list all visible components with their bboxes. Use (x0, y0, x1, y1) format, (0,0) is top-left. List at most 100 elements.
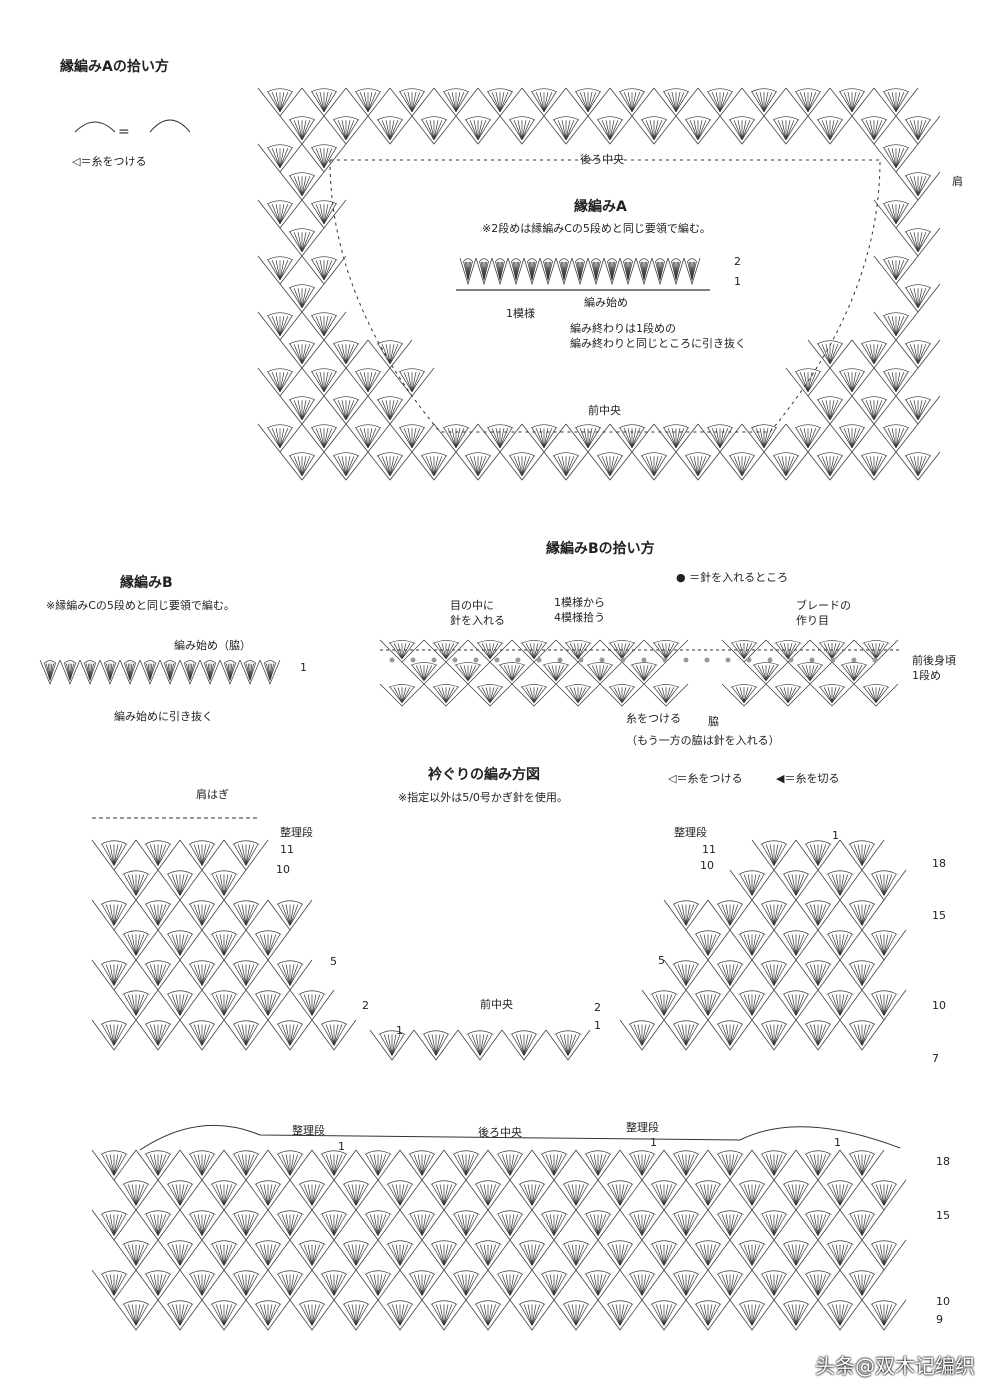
fan-stitch (333, 456, 347, 476)
fan-stitch (299, 1304, 313, 1326)
fan-stitch (153, 1274, 159, 1296)
fan-stitch (255, 1304, 269, 1326)
fan-stitch (167, 1244, 181, 1266)
fan-stitch (787, 643, 801, 659)
fan-top (420, 452, 448, 457)
fan-top (804, 840, 832, 845)
fan-stitch (531, 1244, 545, 1266)
fan-stitch (237, 1024, 247, 1046)
fan-stitch (817, 1214, 831, 1236)
fan-stitch (739, 994, 753, 1016)
fan-stitch (275, 428, 281, 448)
fan-top (100, 1020, 128, 1025)
fan-stitch (157, 844, 167, 866)
front-center-label-a: 前中央 (588, 404, 621, 417)
fan-stitch (711, 92, 721, 112)
fan-stitch (157, 1154, 163, 1176)
fan-top (144, 1270, 172, 1275)
fan-top (474, 1240, 502, 1245)
fan-stitch (895, 372, 901, 392)
fan-top (263, 660, 277, 664)
fan-stitch (461, 1214, 467, 1236)
fan-stitch (289, 1154, 295, 1176)
fan-stitch (873, 456, 879, 476)
fan-stitch (851, 92, 857, 112)
fan-stitch (189, 964, 203, 986)
fan-stitch (615, 1244, 621, 1266)
fan-top (510, 1030, 538, 1035)
fan-stitch (179, 1304, 185, 1326)
fan-stitch (135, 874, 141, 896)
hook-point (809, 657, 815, 663)
fan-stitch (279, 204, 289, 224)
fan-stitch (293, 288, 303, 308)
fan-top (398, 368, 426, 373)
fan-top (266, 312, 294, 317)
fan-top (452, 1150, 480, 1155)
fan-stitch (553, 1214, 563, 1236)
fan-stitch (829, 344, 835, 364)
fan-top (760, 1210, 788, 1215)
fan-stitch (315, 148, 325, 168)
fan-stitch (113, 1154, 119, 1176)
fan-stitch (883, 1304, 889, 1326)
fan-stitch (113, 1214, 119, 1236)
fan-stitch (487, 1304, 497, 1326)
fan-stitch (113, 1024, 123, 1046)
fan-stitch (401, 687, 411, 703)
fan-stitch (895, 372, 905, 392)
fan-stitch (531, 428, 545, 448)
fan-top (826, 870, 854, 875)
fan-stitch (189, 1154, 203, 1176)
fan-stitch (817, 1274, 827, 1296)
fan-stitch (289, 1214, 299, 1236)
fan-stitch (403, 92, 413, 112)
fan-top (332, 452, 360, 457)
fan-stitch (245, 964, 251, 986)
legend-equal: = (118, 124, 130, 140)
fan-stitch (853, 665, 859, 681)
fan-stitch (289, 344, 303, 364)
fan-stitch (617, 643, 623, 659)
fan-stitch (333, 1154, 339, 1176)
fan-stitch (399, 1184, 405, 1206)
fan-stitch (871, 643, 877, 659)
fan-stitch (419, 665, 425, 681)
fan-stitch (827, 1244, 841, 1266)
fan-stitch (685, 1024, 691, 1046)
fan-top (694, 1240, 722, 1245)
fan-top (618, 424, 646, 429)
fan-stitch (673, 1274, 687, 1296)
fan-stitch (711, 428, 721, 448)
fan-stitch (363, 92, 369, 112)
fan-top (826, 1240, 854, 1245)
fan-stitch (619, 1244, 629, 1266)
fan-stitch (553, 456, 567, 476)
fan-stitch (223, 1184, 229, 1206)
fan-stitch (149, 904, 159, 926)
fan-stitch (829, 400, 843, 420)
fan-stitch (917, 400, 927, 420)
fan-stitch (429, 120, 435, 140)
fan-stitch (583, 428, 589, 448)
fan-stitch (751, 874, 757, 896)
fan-stitch (817, 844, 823, 866)
fan-stitch (661, 643, 667, 659)
lattice-stitch (631, 115, 677, 145)
fan-stitch (355, 1244, 369, 1266)
fan-stitch (389, 400, 403, 420)
fan-stitch (743, 934, 753, 956)
fan-top (750, 88, 778, 93)
fan-top (232, 960, 260, 965)
fan-stitch (805, 844, 819, 866)
fan-stitch (847, 428, 853, 448)
fan-stitch (825, 344, 831, 364)
fan-stitch (707, 1304, 717, 1326)
fan-stitch (501, 1214, 511, 1236)
fan-stitch (289, 1274, 299, 1296)
fan-stitch (237, 1274, 247, 1296)
fan-stitch (699, 934, 709, 956)
fan-stitch (795, 1304, 809, 1326)
fan-stitch (481, 643, 491, 659)
